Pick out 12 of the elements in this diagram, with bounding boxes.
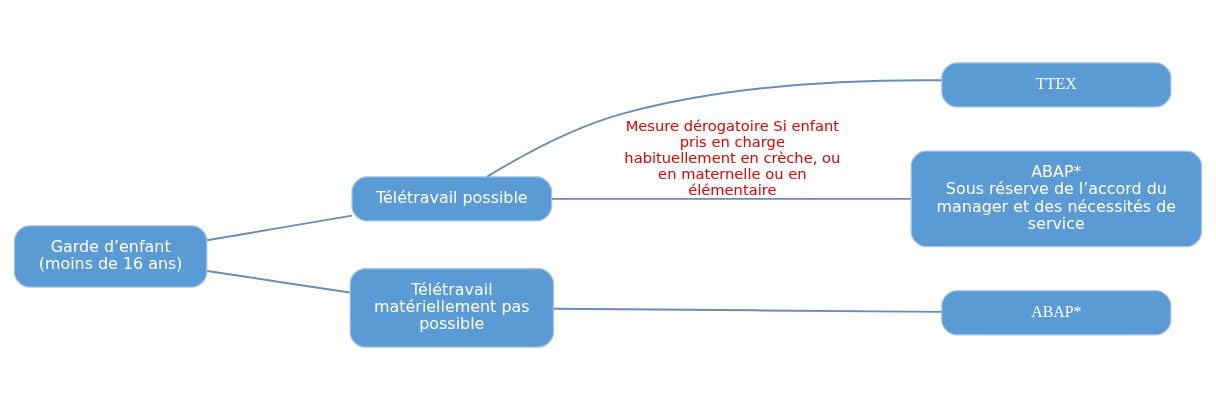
connector	[206, 269, 351, 294]
node-box: ABAP* Sous réserve de l’accord du manager et des nécessités de service	[910, 150, 1203, 248]
connector	[486, 79, 943, 178]
node-box: ABAP*	[941, 290, 1172, 336]
connector	[206, 214, 353, 242]
node-box: TTEX	[941, 62, 1172, 108]
connector	[550, 197, 912, 200]
node-box: Garde d’enfant (moins de 16 ans)	[13, 225, 208, 288]
edge-label: Mesure dérogatoire Si enfant pris en charge habituellement en crèche, ou en maternelle ou en élémentaire	[624, 117, 841, 198]
node-box: Télétravail possible	[351, 176, 553, 222]
node-box: Télétravail matériellement pas possible	[349, 268, 555, 348]
connector	[552, 307, 943, 313]
